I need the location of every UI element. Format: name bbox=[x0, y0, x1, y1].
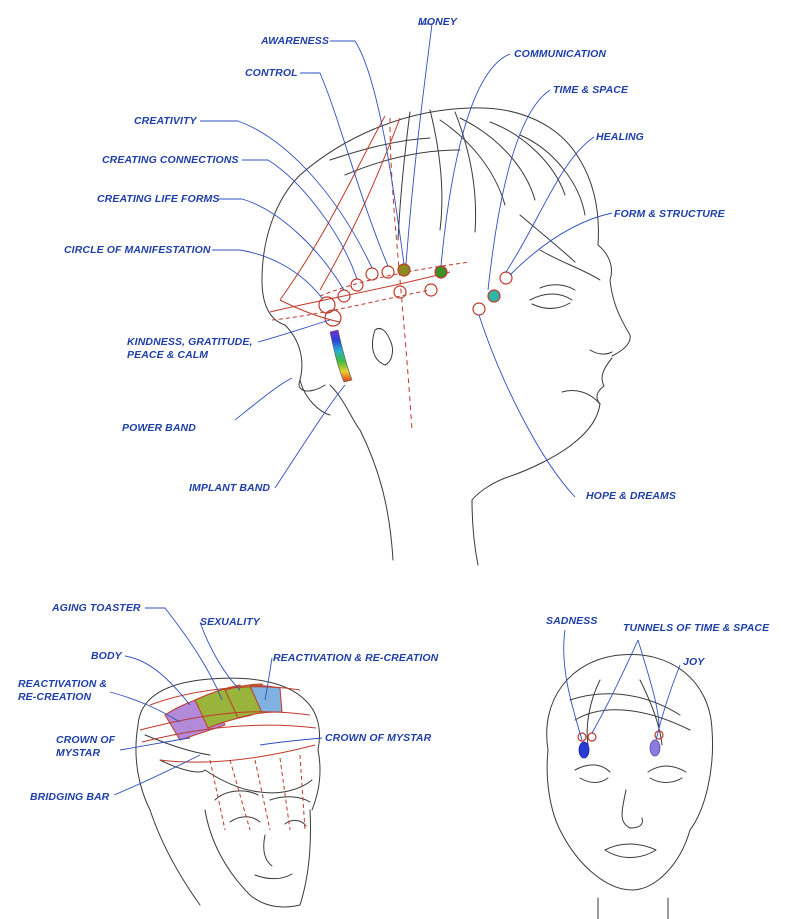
top-head-leader-lines bbox=[109, 607, 323, 796]
label-implant-band: IMPLANT BAND bbox=[189, 482, 271, 494]
label-sadness: SADNESS bbox=[546, 615, 598, 627]
label-reactivation-left: REACTIVATION & RE-CREATION bbox=[18, 678, 108, 703]
label-time-space: TIME & SPACE bbox=[553, 84, 629, 96]
label-aging-toaster: AGING TOASTER bbox=[52, 602, 141, 614]
label-reactivation-right: REACTIVATION & RE-CREATION bbox=[273, 652, 439, 664]
sadness-point bbox=[578, 741, 590, 759]
label-power-band: POWER BAND bbox=[122, 422, 196, 434]
profile-head-drawing bbox=[261, 107, 631, 566]
label-kindness: KINDNESS, GRATITUDE, PEACE & CALM bbox=[127, 336, 253, 361]
label-sexuality: SEXUALITY bbox=[200, 616, 260, 628]
label-healing: HEALING bbox=[596, 131, 644, 143]
label-form-structure: FORM & STRUCTURE bbox=[614, 208, 725, 220]
label-hope-dreams: HOPE & DREAMS bbox=[586, 490, 676, 502]
profile-leader-lines bbox=[200, 23, 613, 498]
label-tunnels-of-time-space: TUNNELS OF TIME & SPACE bbox=[623, 622, 770, 634]
label-circle-of-manifestation: CIRCLE OF MANIFESTATION bbox=[64, 244, 211, 256]
label-money: MONEY bbox=[418, 16, 458, 28]
label-crown-of-mystar-right: CROWN OF MYSTAR bbox=[325, 732, 432, 744]
label-body: BODY bbox=[91, 650, 122, 662]
money-point bbox=[397, 263, 411, 277]
label-crown-of-mystar-left: CROWN OF MYSTAR bbox=[56, 734, 116, 759]
label-control: CONTROL bbox=[245, 67, 298, 79]
top-head-drawing bbox=[135, 677, 321, 908]
label-creating-connections: CREATING CONNECTIONS bbox=[102, 154, 239, 166]
communication-point bbox=[434, 265, 448, 279]
form-structure-point bbox=[487, 289, 501, 303]
implant-band-shape bbox=[329, 329, 353, 383]
front-face-points bbox=[577, 730, 664, 759]
label-communication: COMMUNICATION bbox=[514, 48, 607, 60]
front-face-leader-lines bbox=[563, 629, 681, 741]
label-bridging-bar: BRIDGING BAR bbox=[30, 791, 110, 803]
label-creating-life-forms: CREATING LIFE FORMS bbox=[97, 193, 220, 205]
label-awareness: AWARENESS bbox=[261, 35, 329, 47]
joy-point bbox=[649, 739, 661, 757]
label-joy: JOY bbox=[683, 656, 705, 668]
top-head-bands bbox=[139, 683, 317, 831]
label-creativity: CREATIVITY bbox=[134, 115, 197, 127]
front-face-drawing bbox=[546, 653, 714, 919]
